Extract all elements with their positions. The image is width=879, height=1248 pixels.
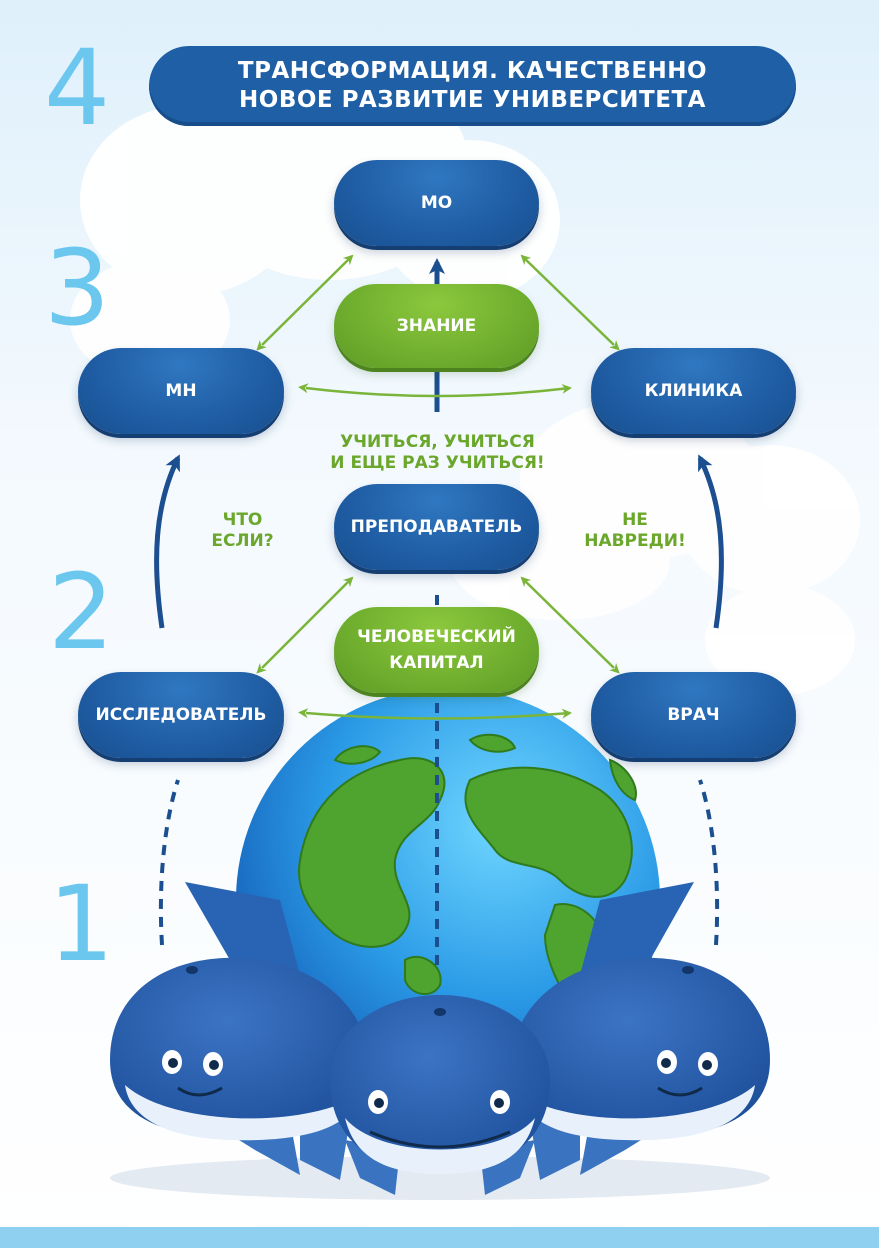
level-number-1: 1 — [48, 863, 115, 985]
level-number-2: 2 — [48, 551, 115, 673]
whale-center-illustration — [330, 995, 550, 1195]
slogan-learn: УЧИТЬСЯ, УЧИТЬСЯ И ЕЩЕ РАЗ УЧИТЬСЯ! — [300, 432, 575, 474]
concept-human-capital: ЧЕЛОВЕЧЕСКИЙ КАПИТАЛ — [334, 607, 539, 693]
node-teacher: ПРЕПОДАВАТЕЛЬ — [334, 484, 539, 570]
title-line-1: ТРАНСФОРМАЦИЯ. КАЧЕСТВЕННО — [237, 58, 708, 84]
slogan-what-if: ЧТО ЕСЛИ? — [195, 510, 290, 552]
node-doctor-label: ВРАЧ — [667, 705, 720, 725]
slogan-what-if-line-2: ЕСЛИ? — [211, 531, 274, 551]
node-teacher-label: ПРЕПОДАВАТЕЛЬ — [350, 517, 523, 537]
whale-right-illustration — [510, 882, 770, 1180]
node-mn: МН — [78, 348, 284, 434]
concept-knowledge: ЗНАНИЕ — [334, 284, 539, 368]
concept-knowledge-label: ЗНАНИЕ — [396, 316, 477, 336]
level-number-3: 3 — [44, 227, 111, 349]
node-researcher-label: ИССЛЕДОВАТЕЛЬ — [95, 705, 267, 725]
title-line-2: НОВОЕ РАЗВИТИЕ УНИВЕРСИТЕТА — [239, 87, 706, 113]
node-mo-label: МО — [420, 193, 453, 213]
node-doctor: ВРАЧ — [591, 672, 796, 758]
slogan-learn-line-1: УЧИТЬСЯ, УЧИТЬСЯ — [340, 432, 535, 452]
node-clinic: КЛИНИКА — [591, 348, 796, 434]
slogan-no-harm-line-2: НАВРЕДИ! — [584, 531, 686, 551]
node-researcher: ИССЛЕДОВАТЕЛЬ — [78, 672, 284, 758]
node-mn-label: МН — [165, 381, 197, 401]
bottom-strip — [0, 1227, 879, 1248]
title-banner: ТРАНСФОРМАЦИЯ. КАЧЕСТВЕННО НОВОЕ РАЗВИТИ… — [149, 46, 796, 126]
slogan-no-harm: НЕ НАВРЕДИ! — [570, 510, 700, 552]
node-mo: МО — [334, 160, 539, 246]
slogan-no-harm-line-1: НЕ — [622, 510, 648, 530]
slogan-what-if-line-1: ЧТО — [222, 510, 263, 530]
concept-human-capital-line-2: КАПИТАЛ — [389, 653, 484, 673]
slogan-learn-line-2: И ЕЩЕ РАЗ УЧИТЬСЯ! — [330, 453, 545, 473]
node-clinic-label: КЛИНИКА — [644, 381, 743, 401]
green-arrows — [256, 254, 620, 720]
whale-left-illustration — [110, 882, 370, 1180]
concept-human-capital-line-1: ЧЕЛОВЕЧЕСКИЙ — [357, 627, 516, 647]
level-number-4: 4 — [44, 27, 111, 149]
